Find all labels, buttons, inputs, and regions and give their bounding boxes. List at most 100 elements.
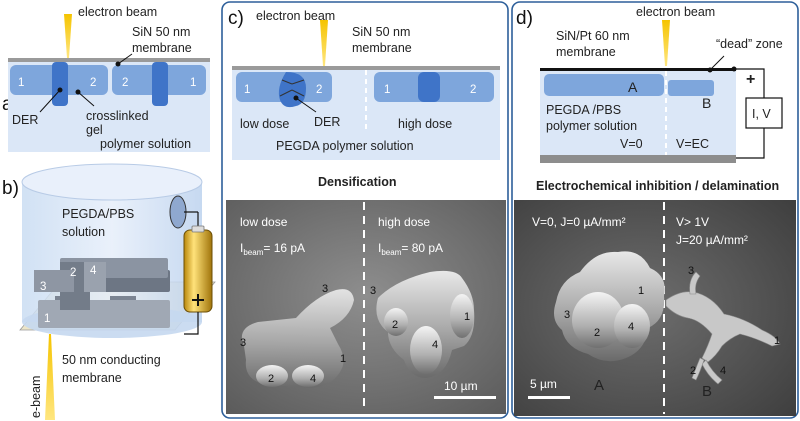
sem-high-current: Ibeam= 80 pA <box>378 241 443 257</box>
scale-bar-label: 10 µm <box>444 379 478 393</box>
delamination-heading: Electrochemical inhibition / delaminatio… <box>536 179 779 193</box>
membrane-label-2: membrane <box>62 371 122 385</box>
sem-label-a: A <box>594 377 604 394</box>
dead-zone-leader <box>709 55 725 71</box>
label-a: A <box>628 79 638 95</box>
beam-label: electron beam <box>78 5 157 19</box>
solution-label-1: PEGDA/PBS <box>62 207 134 221</box>
iv-label: I, V <box>752 107 771 121</box>
counter-electrode <box>540 155 736 163</box>
gel-label-1: crosslinked <box>86 109 149 123</box>
high-dose-label: high dose <box>398 117 452 131</box>
num: 4 <box>720 365 726 377</box>
num: 3 <box>564 309 570 321</box>
structure-b <box>665 271 781 385</box>
plus-sign: + <box>746 71 755 88</box>
num: 2 <box>594 327 600 339</box>
low-lobe-4 <box>292 365 324 387</box>
densification-heading: Densification <box>318 175 397 189</box>
beam-label: electron beam <box>256 9 335 23</box>
panel-c: c) electron beam SiN 50 nm membrane 1 2 … <box>221 1 509 419</box>
sem-high-label: high dose <box>378 215 430 229</box>
num: 2 <box>70 267 76 279</box>
num: 2 <box>316 84 322 96</box>
num: 2 <box>470 84 476 96</box>
leader-dot <box>707 67 713 73</box>
wire <box>736 68 765 98</box>
high-lobe-2 <box>384 308 408 336</box>
num: 2 <box>122 77 128 89</box>
membrane-label-1: SiN 50 nm <box>132 25 190 39</box>
wire <box>184 312 199 335</box>
num: 1 <box>244 84 250 96</box>
num: 4 <box>628 321 634 333</box>
leader-dot <box>57 87 63 93</box>
solution-label-1: PEGDA /PBS <box>546 103 621 117</box>
solution-label-2: solution <box>62 225 105 239</box>
num: 1 <box>340 353 346 365</box>
panel-d: d) electron beam SiN/Pt 60 nm membrane “… <box>511 1 799 419</box>
num: 4 <box>310 373 316 385</box>
terminal-dot <box>731 66 737 72</box>
diffusion-arrows <box>279 79 305 97</box>
panel-d-letter: d) <box>516 8 533 29</box>
panel-d-frame <box>511 1 799 419</box>
membrane-label-2: membrane <box>556 45 616 59</box>
der-high <box>418 72 440 102</box>
membrane-leader <box>117 53 133 65</box>
ebeam-icon <box>45 334 55 420</box>
electron-beam-icon <box>320 20 328 66</box>
block-1-top <box>38 300 170 328</box>
sem-image-d: 3 1 2 4 3 1 2 4 V=0, J=0 µA/mm² V> 1V J=… <box>514 200 796 416</box>
gel-leader <box>77 91 95 107</box>
electron-beam-icon <box>662 20 670 66</box>
panel-b: b) e-beam 1 2 3 4 PEGDA/PBS solution <box>2 163 216 420</box>
leader-dot <box>75 89 81 95</box>
membrane <box>232 66 500 70</box>
der-label: DER <box>314 115 340 129</box>
cylinder-top <box>21 163 203 201</box>
conducting-membrane <box>540 68 736 71</box>
electrode-disk <box>169 195 187 229</box>
num: 3 <box>370 285 376 297</box>
membrane-label-1: SiN/Pt 60 nm <box>556 29 630 43</box>
beam-label: electron beam <box>636 5 715 19</box>
num: 1 <box>464 311 470 323</box>
block-3 <box>34 270 74 292</box>
num: 4 <box>432 339 438 351</box>
leader-dot <box>115 61 121 67</box>
v0-label: V=0 <box>620 137 643 151</box>
der-right <box>152 62 168 106</box>
num: 1 <box>638 285 644 297</box>
num: 3 <box>40 281 46 293</box>
scale-bar-label: 5 µm <box>530 377 557 391</box>
num: 2 <box>90 77 96 89</box>
vec-label: V=EC <box>676 137 709 151</box>
battery-cap <box>191 225 205 233</box>
num: 2 <box>690 365 696 377</box>
membrane-label-1: SiN 50 nm <box>352 25 410 39</box>
num: 1 <box>384 84 390 96</box>
high-lobe-1 <box>450 294 474 338</box>
scale-bar <box>434 396 496 399</box>
sem-low-current: Ibeam= 16 pA <box>240 241 305 257</box>
num: 3 <box>688 265 694 277</box>
num: 2 <box>392 319 398 331</box>
panel-b-letter: b) <box>2 178 19 199</box>
panel-c-letter: c) <box>228 8 244 29</box>
membrane-label-2: membrane <box>132 41 192 55</box>
der-leader <box>39 89 61 113</box>
gel-b <box>668 80 714 96</box>
num: 4 <box>90 265 97 277</box>
solution-label-2: polymer solution <box>546 119 637 133</box>
num: 3 <box>322 283 328 295</box>
sem-label-b: B <box>702 383 712 400</box>
num: 2 <box>268 373 274 385</box>
iv-meter-icon <box>745 97 783 129</box>
membrane <box>8 58 210 62</box>
printed-structures: 1 2 3 4 <box>34 258 170 328</box>
der-left <box>52 62 68 106</box>
high-lobe-4 <box>410 326 442 374</box>
num: 1 <box>774 335 780 347</box>
